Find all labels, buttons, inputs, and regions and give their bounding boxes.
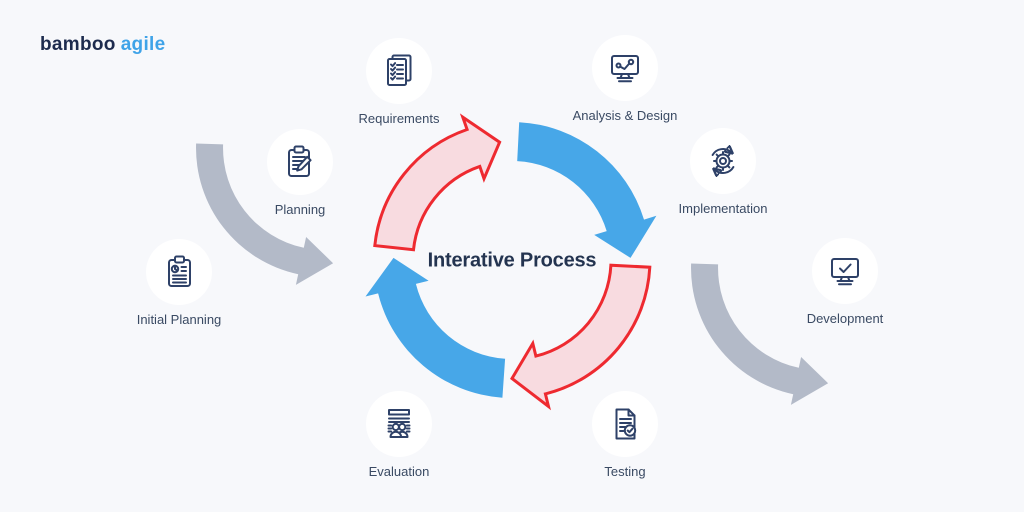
step-planning: Planning	[220, 129, 380, 217]
gear-sync-icon	[690, 128, 756, 194]
clipboard-chart-icon	[146, 239, 212, 305]
monitor-chart-icon	[592, 35, 658, 101]
cycle-arrow-bottom-left	[365, 257, 506, 398]
step-initial-planning: Initial Planning	[99, 239, 259, 327]
step-development: Development	[765, 238, 925, 326]
clipboard-pencil-icon	[267, 129, 333, 195]
cycle-title: Interative Process	[427, 249, 597, 272]
step-analysis-design: Analysis & Design	[545, 35, 705, 123]
step-label: Implementation	[678, 201, 768, 216]
brand-logo-accent: agile	[120, 34, 166, 55]
step-label: Development	[806, 311, 884, 326]
cycle-arrow-top-right	[517, 122, 657, 258]
step-requirements: Requirements	[319, 38, 479, 126]
step-evaluation: Evaluation	[319, 391, 479, 479]
step-testing: Testing	[545, 391, 705, 479]
step-label: Planning	[274, 202, 326, 217]
step-label: Requirements	[358, 111, 440, 126]
entry-flow-arrow	[196, 143, 334, 285]
step-label: Testing	[604, 464, 646, 479]
presentation-team-icon	[366, 391, 432, 457]
document-check-icon	[592, 391, 658, 457]
step-label: Initial Planning	[136, 312, 222, 327]
exit-flow-arrow	[691, 263, 829, 405]
brand-logo-primary: bamboo	[40, 34, 116, 55]
cycle-arrow-top-left	[373, 113, 502, 252]
step-label: Evaluation	[368, 464, 430, 479]
step-implementation: Implementation	[643, 128, 803, 216]
checklist-pages-icon	[366, 38, 432, 104]
step-label: Analysis & Design	[572, 108, 678, 123]
cycle-arrow-bottom-right	[510, 263, 652, 411]
monitor-check-icon	[812, 238, 878, 304]
